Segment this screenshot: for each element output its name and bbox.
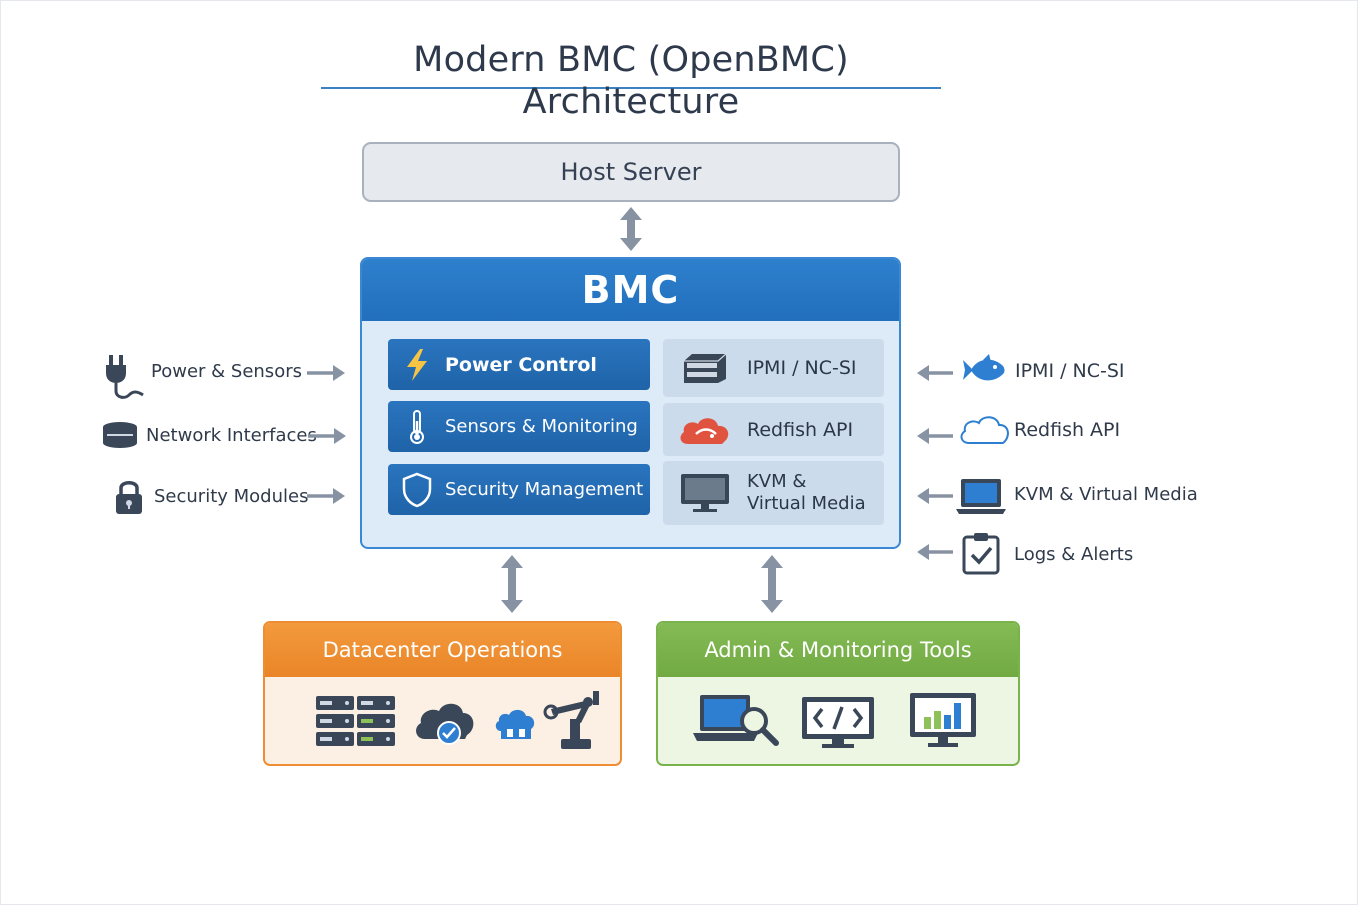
right-logs-alerts-label: Logs & Alerts [1014, 544, 1134, 565]
server-icon [663, 351, 747, 385]
padlock-icon [116, 481, 142, 514]
laptop-icon [956, 479, 1006, 514]
power-control-box: Power Control [388, 339, 650, 390]
robot-arm-icon [543, 691, 599, 749]
left-input-power-sensors: Power & Sensors [151, 361, 302, 382]
kvm-virtual-media-label: KVM & Virtual Media [747, 471, 866, 515]
arrow-right-redfish [917, 428, 953, 444]
right-redfish-api-label: Redfish API [1014, 419, 1121, 441]
arrow-right-ipmi [917, 365, 953, 381]
cloud-icon [663, 412, 747, 448]
admin-monitoring-tools-header: Admin & Monitoring Tools [658, 623, 1018, 677]
ipmi-ncsi-box: IPMI / NC-SI [663, 339, 884, 397]
power-plug-icon [106, 355, 144, 399]
right-ipmi-ncsi-label: IPMI / NC-SI [1015, 360, 1125, 382]
bmc-datacenter-arrow [501, 555, 523, 613]
server-rack-icon [316, 696, 395, 746]
arrow-right-kvm [917, 488, 953, 504]
kvm-virtual-media-box: KVM & Virtual Media [663, 461, 884, 525]
power-control-label: Power Control [445, 353, 597, 376]
kvm-line2: Virtual Media [747, 493, 866, 514]
cloud-outline-icon [960, 416, 1009, 444]
security-management-box: Security Management [388, 464, 650, 515]
kvm-line1: KVM & [747, 471, 807, 492]
ipmi-ncsi-label: IPMI / NC-SI [747, 357, 857, 379]
security-management-label: Security Management [445, 479, 644, 500]
bmc-header: BMC [362, 259, 899, 321]
arrow-power-sensors [307, 365, 345, 381]
arrow-security-modules [307, 488, 345, 504]
fish-icon [963, 354, 1005, 381]
host-server-box: Host Server [362, 142, 900, 202]
shield-icon [388, 472, 445, 508]
redfish-api-label: Redfish API [747, 418, 854, 441]
right-kvm-virtual-media-label: KVM & Virtual Media [1014, 484, 1198, 505]
clipboard-check-icon [962, 533, 1000, 575]
host-server-label: Host Server [560, 158, 702, 186]
cloud-network-icon [495, 709, 535, 739]
arrow-right-logs [917, 544, 953, 560]
datacenter-operations-header: Datacenter Operations [265, 623, 620, 677]
lightning-icon [388, 348, 445, 382]
laptop-search-icon [693, 695, 779, 746]
admin-monitoring-tools-box: Admin & Monitoring Tools [656, 621, 1020, 766]
host-bmc-arrow [620, 207, 642, 251]
code-monitor-icon [802, 697, 874, 748]
network-disk-icon [103, 422, 137, 448]
cloud-check-icon [416, 703, 474, 745]
bmc-admin-arrow [761, 555, 783, 613]
chart-monitor-icon [910, 693, 976, 747]
bmc-block: BMC Power Control Sensors & Monitoring S… [360, 257, 901, 549]
arrow-network-interfaces [308, 428, 346, 444]
sensors-monitoring-label: Sensors & Monitoring [445, 416, 638, 437]
datacenter-operations-box: Datacenter Operations [263, 621, 622, 766]
sensors-monitoring-box: Sensors & Monitoring [388, 401, 650, 452]
left-input-security-modules: Security Modules [154, 486, 309, 507]
page-title: Modern BMC (OpenBMC) Architecture [321, 39, 941, 122]
monitor-icon [663, 472, 747, 514]
left-input-network-interfaces: Network Interfaces [146, 425, 317, 446]
thermometer-icon [388, 409, 445, 445]
redfish-api-box: Redfish API [663, 403, 884, 456]
